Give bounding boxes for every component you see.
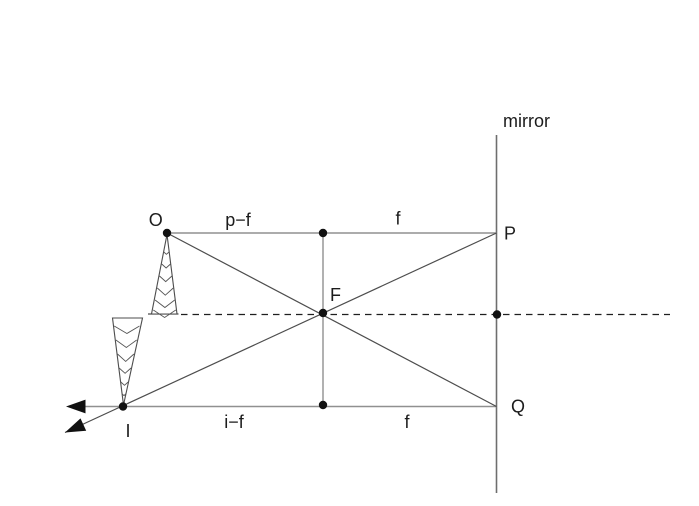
object-arrow-figure	[150, 234, 178, 315]
image-arrow-figure-hatch-4	[115, 339, 137, 349]
point-label-I: I	[125, 421, 130, 441]
distance-label-f-bottom: f	[404, 412, 410, 432]
point-I	[118, 402, 128, 411]
point-F	[318, 308, 328, 318]
object-arrow-figure-hatch-5	[153, 309, 177, 319]
image-arrow-figure-hatch-5	[113, 325, 140, 335]
point-below-F	[318, 400, 328, 410]
ray-O-through-F-to-Q	[166, 232, 497, 408]
point-label-F: F	[330, 285, 341, 305]
point-label-Q: Q	[511, 397, 525, 417]
object-arrow-figure-hatch-2	[159, 275, 173, 283]
mirror-label: mirror	[503, 111, 550, 131]
ray-P-through-F-and-I	[64, 232, 497, 434]
object-arrow-figure-hatch-0	[163, 251, 170, 255]
distance-label-i-f: i−f	[224, 412, 245, 432]
image-arrow-figure	[111, 317, 144, 406]
object-arrow-figure-hatch-1	[161, 263, 171, 269]
image-arrow-figure-hatch-2	[118, 367, 132, 374]
point-label-P: P	[504, 224, 516, 244]
distance-label-f-top: f	[395, 209, 401, 229]
point-O	[162, 228, 172, 238]
image-arrow-figure-hatch-1	[120, 381, 129, 386]
point-axis-mirror	[492, 310, 502, 319]
point-above-F	[318, 228, 328, 238]
point-label-O: O	[149, 210, 163, 230]
image-arrow-figure-hatch-0	[121, 393, 127, 397]
distance-label-p-f: p−f	[225, 210, 252, 230]
axis-left-arrowhead	[66, 399, 86, 414]
object-arrow-figure-hatch-3	[156, 287, 174, 296]
image-arrow-figure-hatch-3	[117, 353, 135, 363]
object-arrow-figure-hatch-4	[154, 299, 175, 309]
ray-left-arrowhead	[65, 418, 87, 433]
